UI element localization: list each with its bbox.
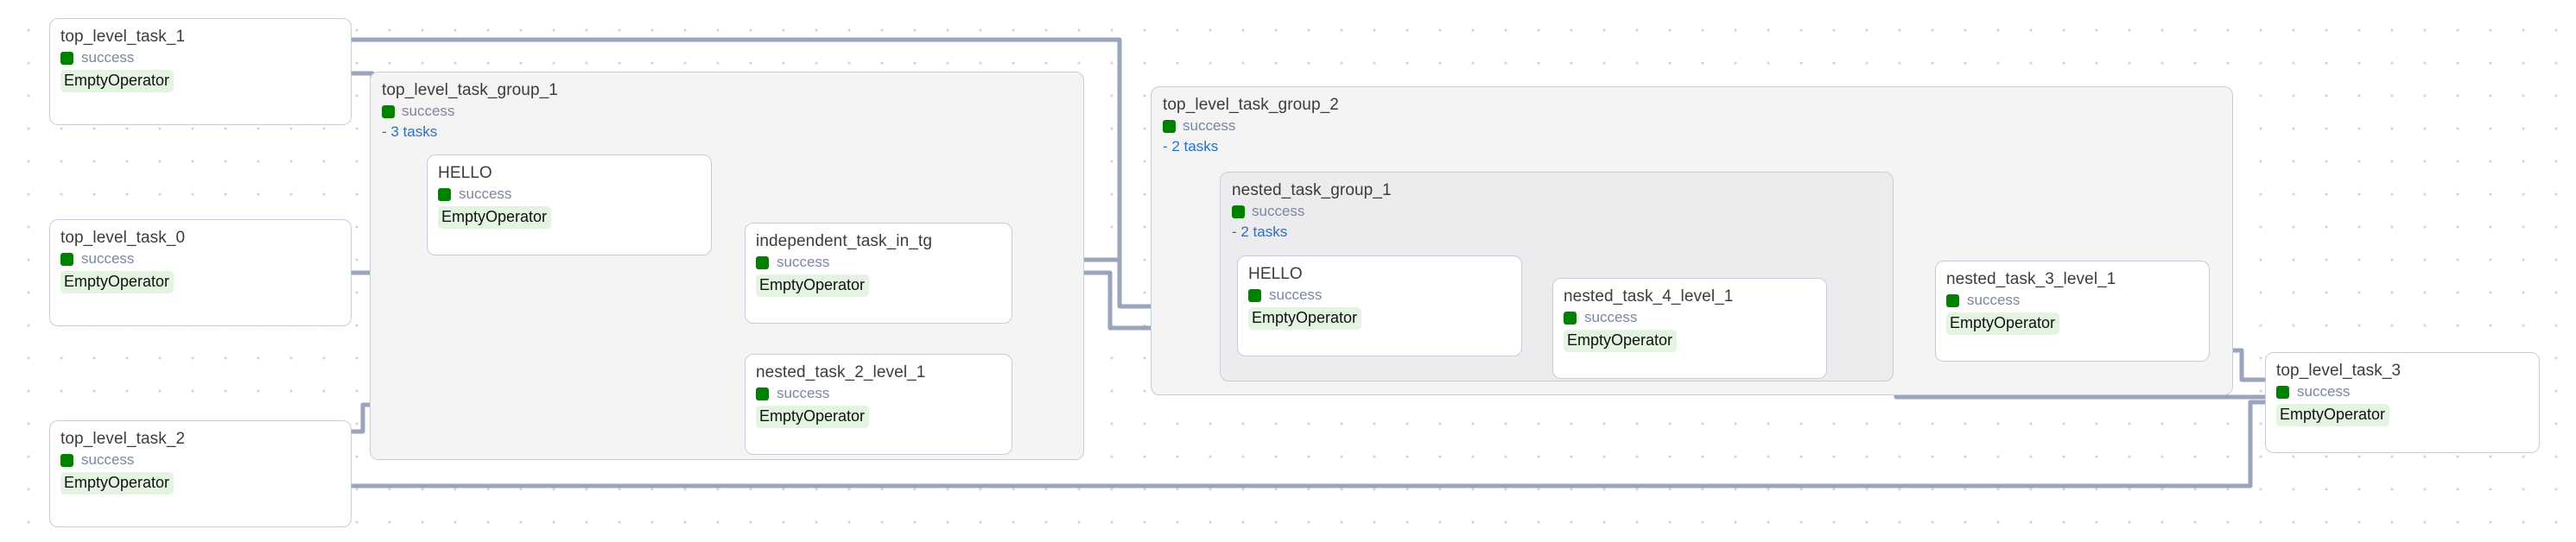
task-node-operator-badge: EmptyOperator xyxy=(438,206,552,229)
task-node-operator-badge: EmptyOperator xyxy=(756,274,870,297)
task-group-state: success xyxy=(1232,202,1392,221)
task-node-state: success xyxy=(756,384,1001,403)
task-node-state: success xyxy=(1248,286,1511,305)
task-node-state-label: success xyxy=(81,451,135,468)
success-status-icon xyxy=(1248,288,1261,302)
task-group-state-label: success xyxy=(1252,203,1305,219)
task-group-task-count[interactable]: - 3 tasks xyxy=(382,123,438,140)
task-group-title: top_level_task_group_2 xyxy=(1163,96,1339,114)
task-group-state: success xyxy=(382,102,558,121)
task-node-state-label: success xyxy=(1584,309,1638,325)
task-node-state-label: success xyxy=(777,385,830,401)
task-node-state-label: success xyxy=(81,250,135,267)
task-node-state-label: success xyxy=(2297,383,2351,400)
success-status-icon xyxy=(60,453,73,467)
task-node-state-label: success xyxy=(81,49,135,66)
task-node-operator-badge: EmptyOperator xyxy=(60,472,174,495)
task-node-title: nested_task_3_level_1 xyxy=(1946,270,2116,288)
success-status-icon xyxy=(1564,311,1577,325)
success-status-icon xyxy=(756,387,769,400)
success-status-icon xyxy=(1232,205,1245,218)
task-node-state: success xyxy=(756,253,1001,272)
task-node-operator-badge: EmptyOperator xyxy=(2276,404,2390,426)
task-node-title: HELLO xyxy=(438,164,492,182)
task-node-operator-badge: EmptyOperator xyxy=(60,271,174,293)
task-node-title: top_level_task_1 xyxy=(60,28,186,46)
task-node-operator-badge: EmptyOperator xyxy=(1564,330,1678,352)
success-status-icon xyxy=(382,104,395,118)
task-group-state: success xyxy=(1163,117,1339,136)
success-status-icon xyxy=(438,187,451,201)
task-node-title: independent_task_in_tg xyxy=(756,232,932,250)
success-status-icon xyxy=(1163,119,1176,133)
task-node-state-label: success xyxy=(459,186,512,202)
success-status-icon xyxy=(60,51,73,65)
task-node-state-label: success xyxy=(1269,287,1323,303)
task-node-operator-badge: EmptyOperator xyxy=(60,70,174,92)
task-node-state: success xyxy=(60,48,340,67)
task-node-operator-badge: EmptyOperator xyxy=(1946,312,2060,335)
task-group-title: nested_task_group_1 xyxy=(1232,181,1392,199)
task-node-state: success xyxy=(1946,291,2198,310)
task-node-title: top_level_task_0 xyxy=(60,229,186,247)
success-status-icon xyxy=(1946,293,1959,307)
task-node-title: top_level_task_3 xyxy=(2276,362,2402,380)
success-status-icon xyxy=(2276,385,2289,399)
task-node-operator-badge: EmptyOperator xyxy=(756,406,870,428)
task-group-state-label: success xyxy=(402,103,455,119)
success-status-icon xyxy=(756,255,769,269)
task-node-state-label: success xyxy=(777,254,830,270)
task-node-title: top_level_task_2 xyxy=(60,430,186,448)
task-group-state-label: success xyxy=(1183,117,1236,134)
task-node-state: success xyxy=(60,249,340,268)
task-node-operator-badge: EmptyOperator xyxy=(1248,307,1362,330)
task-node-state: success xyxy=(60,451,340,470)
task-node-title: nested_task_4_level_1 xyxy=(1564,287,1734,306)
task-node-state: success xyxy=(438,185,701,204)
task-group-task-count[interactable]: - 2 tasks xyxy=(1232,224,1288,240)
task-node-state: success xyxy=(2276,382,2528,401)
task-node-state: success xyxy=(1564,308,1816,327)
task-group-title: top_level_task_group_1 xyxy=(382,81,558,99)
task-node-title: nested_task_2_level_1 xyxy=(756,363,926,381)
task-node-state-label: success xyxy=(1967,292,2021,308)
task-group-task-count[interactable]: - 2 tasks xyxy=(1163,138,1219,154)
success-status-icon xyxy=(60,252,73,266)
task-node-title: HELLO xyxy=(1248,265,1303,283)
